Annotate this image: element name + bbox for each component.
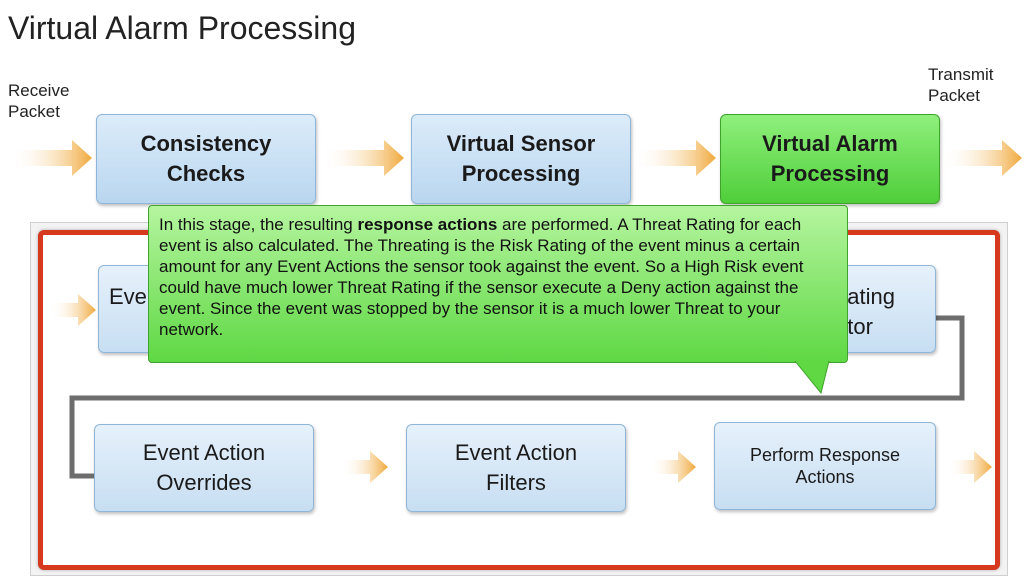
receive-label-line1: Receive <box>8 81 70 100</box>
receive-label-line2: Packet <box>8 102 60 121</box>
callout-text-before: In this stage, the resulting <box>159 215 358 234</box>
callout-tail <box>795 361 830 395</box>
virtual-sensor-processing-box: Virtual Sensor Processing <box>411 114 631 204</box>
virtual-alarm-processing-box: Virtual Alarm Processing <box>720 114 940 204</box>
arrow-icon-2 <box>634 140 716 176</box>
transmit-label-line2: Packet <box>928 86 980 105</box>
box-label-line1: Virtual Sensor <box>446 131 596 156</box>
box-label-line2: Overrides <box>156 470 252 495</box>
box-label-line2: Processing <box>461 161 581 186</box>
info-callout: In this stage, the resulting response ac… <box>148 205 848 363</box>
callout-text-after: are performed. A Threat Rating for each … <box>159 215 804 339</box>
event-action-filters-box: Event Action Filters <box>406 424 626 512</box>
arrow-icon-bottom-out <box>948 451 992 483</box>
box-label-line1: Eve <box>109 284 147 309</box>
event-action-overrides-box: Event Action Overrides <box>94 424 314 512</box>
page-title: Virtual Alarm Processing <box>8 10 356 46</box>
transmit-packet-label: Transmit Packet <box>928 64 994 106</box>
perform-response-actions-box: Perform Response Actions <box>714 422 936 510</box>
box-label-line1: Virtual Alarm <box>762 131 898 156</box>
arrow-icon-bottom-1 <box>342 451 388 483</box>
receive-packet-label: Receive Packet <box>8 80 69 122</box>
arrow-icon-middle <box>50 294 96 326</box>
box-label-line1: ating <box>847 284 895 309</box>
consistency-checks-box: Consistency Checks <box>96 114 316 204</box>
box-label-line2: Checks <box>166 161 246 186</box>
box-label-line1: Consistency <box>140 131 272 156</box>
box-label-line1: Event Action <box>142 440 266 465</box>
box-label-line2: Actions <box>795 467 855 487</box>
box-label-line1: Event Action <box>454 440 578 465</box>
arrow-icon-bottom-2 <box>650 451 696 483</box>
callout-bold-text: response actions <box>357 215 498 234</box>
arrow-icon-receive <box>10 140 92 176</box>
box-label-line2: Processing <box>770 161 890 186</box>
transmit-label-line1: Transmit <box>928 65 994 84</box>
box-label-line2: Filters <box>486 470 546 495</box>
box-label-line1: Perform Response <box>749 445 901 465</box>
box-label-line2: tor <box>847 314 873 339</box>
arrow-icon-transmit <box>942 140 1022 176</box>
arrow-icon-1 <box>322 140 404 176</box>
